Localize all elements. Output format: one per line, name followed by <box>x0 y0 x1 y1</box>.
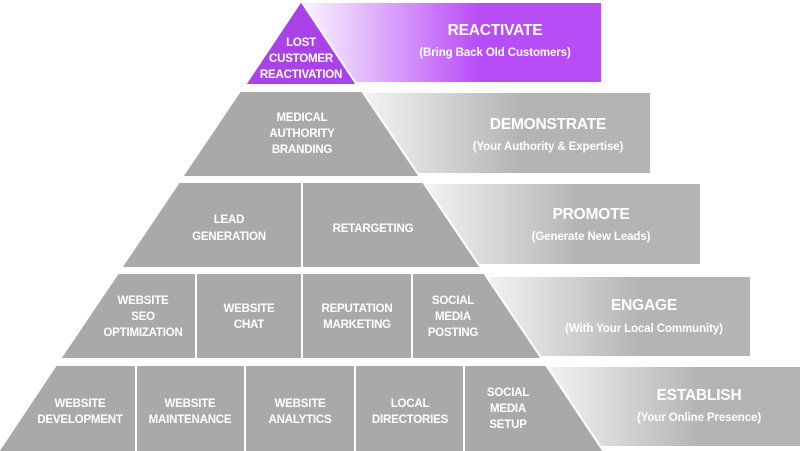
banner-demonstrate-title: DEMONSTRATE <box>490 116 606 133</box>
banner-engage: ENGAGE (With Your Local Community) <box>475 277 750 356</box>
cell-label-line: CHAT <box>234 319 264 331</box>
cell-label-line: LEAD <box>214 214 245 226</box>
pyramid-cell-website-seo-optimization: WEBSITE SEO OPTIMIZATION <box>58 272 197 360</box>
cell-shape <box>58 272 197 360</box>
cell-shape <box>463 364 605 451</box>
cell-shape <box>243 0 359 86</box>
pyramid-cell-local-directories: LOCAL DIRECTORIES <box>354 364 465 451</box>
banner-reactivate: REACTIVATE (Bring Back Old Customers) <box>300 3 601 82</box>
cell-label-line: MEDIA <box>490 403 526 415</box>
cell-shape <box>195 272 303 360</box>
cell-label-line: GENERATION <box>192 231 266 243</box>
cell-shape <box>135 364 246 451</box>
banner-establish-subtitle: (Your Online Presence) <box>637 412 761 424</box>
cell-label-line: POSTING <box>428 327 479 339</box>
cell-label-line: OPTIMIZATION <box>103 327 182 339</box>
cell-label-line: SEO <box>131 311 155 323</box>
cell-label-line: SETUP <box>489 419 527 431</box>
banner-promote-subtitle: (Generate New Leads) <box>532 231 651 243</box>
cell-label-line: ANALYTICS <box>269 414 332 426</box>
cell-shape <box>354 364 465 451</box>
pyramid-cell-medical-authority-branding: MEDICAL AUTHORITY BRANDING <box>180 90 422 178</box>
cell-label-line: LOCAL <box>391 398 430 410</box>
cell-shape <box>0 364 137 451</box>
cell-shape <box>411 272 544 360</box>
banner-reactivate-title: REACTIVATE <box>448 22 543 39</box>
pyramid-cell-social-media-setup: SOCIAL MEDIA SETUP <box>463 364 605 451</box>
cell-label-line: MEDIA <box>435 311 471 323</box>
cell-label-line: RETARGETING <box>333 223 414 235</box>
pyramid-cell-website-development: WEBSITE DEVELOPMENT <box>0 364 137 451</box>
cell-label-line: LOST <box>286 37 316 49</box>
banner-demonstrate-subtitle: (Your Authority & Expertise) <box>473 141 624 153</box>
cell-label-line: REPUTATION <box>321 303 392 315</box>
pyramid-cell-website-maintenance: WEBSITE MAINTENANCE <box>135 364 246 451</box>
cell-label-line: WEBSITE <box>224 303 276 315</box>
cell-shape <box>301 181 483 269</box>
banner-reactivate-subtitle: (Bring Back Old Customers) <box>419 47 571 59</box>
cell-shape <box>180 90 422 178</box>
cell-label-line: REACTIVATION <box>260 69 342 81</box>
cell-shape <box>301 272 413 360</box>
pyramid-cell-website-analytics: WEBSITE ANALYTICS <box>244 364 356 451</box>
cell-label-line: CUSTOMER <box>269 53 334 65</box>
pyramid-cell-lead-generation: LEAD GENERATION <box>119 181 303 269</box>
pyramid-cell-social-media-posting: SOCIAL MEDIA POSTING <box>411 272 544 360</box>
banner-establish-title: ESTABLISH <box>657 387 742 404</box>
pyramid-cell-retargeting: RETARGETING <box>301 181 483 269</box>
cell-label-line: MAINTENANCE <box>149 414 232 426</box>
banner-promote-title: PROMOTE <box>553 206 630 223</box>
cell-label-line: BRANDING <box>272 144 333 156</box>
cell-label-line: WEBSITE <box>55 398 107 410</box>
cell-label-line: MARKETING <box>323 319 391 331</box>
cell-label-line: WEBSITE <box>118 295 170 307</box>
cell-label-line: MEDICAL <box>277 112 328 124</box>
cell-shape <box>244 364 356 451</box>
banner-demonstrate: DEMONSTRATE (Your Authority & Expertise) <box>355 93 650 173</box>
cell-label-line: DEVELOPMENT <box>37 414 123 426</box>
cell-label-line: DIRECTORIES <box>372 414 449 426</box>
banner-reactivate-shape <box>300 3 601 82</box>
cell-label-line: WEBSITE <box>275 398 327 410</box>
banner-engage-title: ENGAGE <box>611 297 677 314</box>
cell-label-line: WEBSITE <box>165 398 217 410</box>
pyramid-cell-website-chat: WEBSITE CHAT <box>195 272 303 360</box>
pyramid-cell-lost-customer-reactivation: LOST CUSTOMER REACTIVATION <box>243 0 359 86</box>
pyramid-cell-reputation-marketing: REPUTATION MARKETING <box>301 272 413 360</box>
cell-label-line: AUTHORITY <box>269 128 335 140</box>
cell-label-line: SOCIAL <box>432 295 474 307</box>
cell-label-line: SOCIAL <box>487 387 529 399</box>
banner-engage-subtitle: (With Your Local Community) <box>565 323 723 335</box>
cell-shape <box>119 181 303 269</box>
pyramid: LOST CUSTOMER REACTIVATION MEDICAL AUTHO… <box>0 0 605 451</box>
